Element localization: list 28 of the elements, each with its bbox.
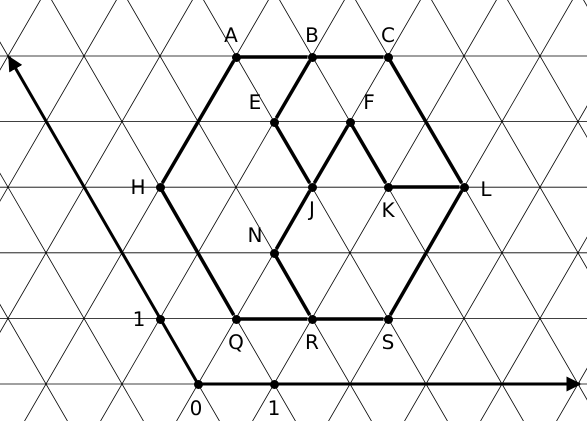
point-label: B [305,25,319,45]
line-segment [350,125,388,184]
point-label: J [309,199,315,219]
point-label: R [305,332,319,352]
point-label: A [224,25,238,45]
point-label: 1 [268,398,280,418]
point-label: E [248,92,262,112]
point-label: N [248,225,262,245]
line-segment [160,190,236,316]
line-segment [388,60,464,184]
point-label: Q [228,332,244,352]
point-label: 0 [190,398,202,418]
line-segment [274,190,312,250]
line-segment [316,317,384,321]
point-label: F [363,92,375,112]
point-label: C [381,25,395,45]
line-segment [240,317,308,321]
line-segment [160,60,236,184]
point-label: S [382,332,394,352]
line-segment [274,256,312,316]
line-segment [274,125,312,184]
line-segment [392,185,460,189]
point-label: K [381,200,395,220]
line-segment [274,60,312,119]
line-segment [388,190,464,316]
line-segment [312,125,350,184]
line-segment [316,55,384,59]
line-segment [240,55,308,59]
